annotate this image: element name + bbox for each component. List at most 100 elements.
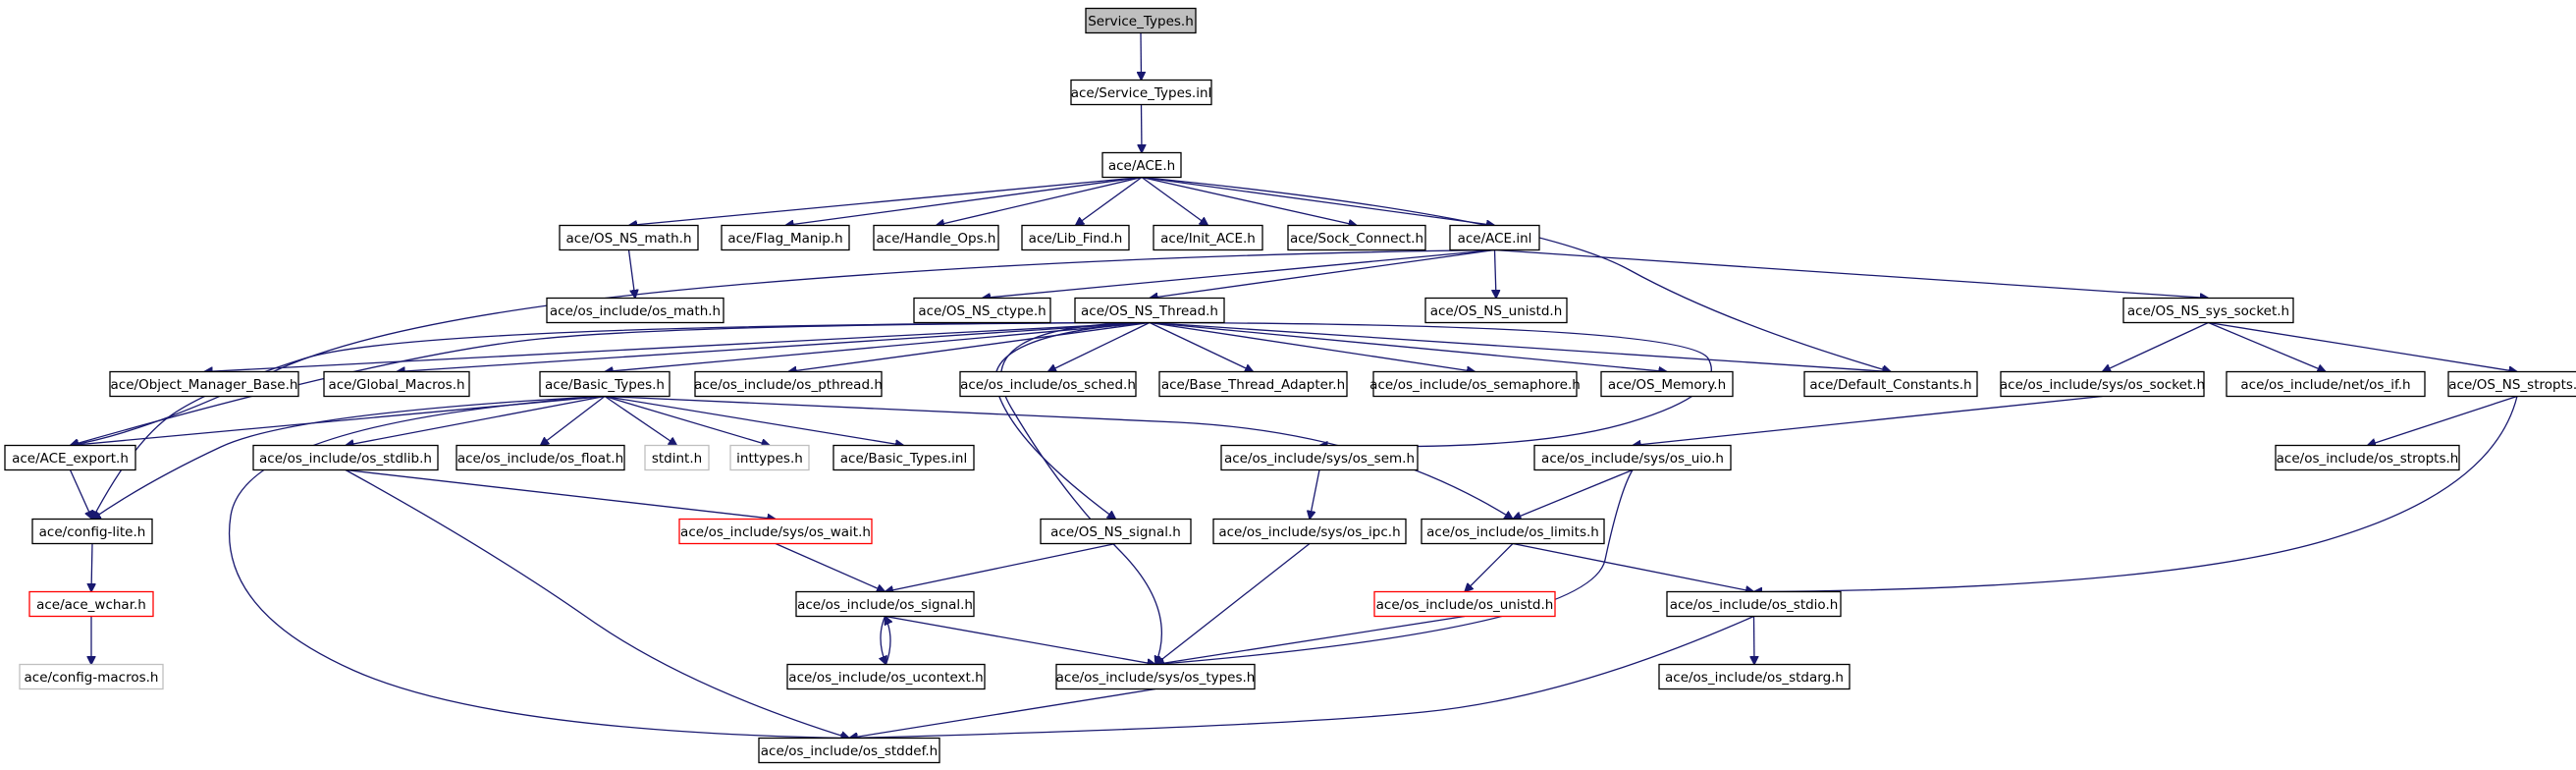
node-label: ace/os_include/sys/os_sem.h: [1224, 451, 1415, 467]
node-box: [1055, 663, 1256, 690]
node-ace_export[interactable]: ace/ACE_export.h: [4, 444, 136, 471]
node-os_float[interactable]: ace/os_include/os_float.h: [456, 444, 625, 471]
edge-os_ns_stropts-to-os_stdio: [1754, 396, 2518, 592]
node-label: ace/Init_ACE.h: [1160, 231, 1256, 247]
edge-os_ns_thread-to-sys_os_types: [1000, 321, 1162, 665]
edge-ace_h-to-ace_inl: [1141, 176, 1495, 226]
node-os_ns_unistd[interactable]: ace/OS_NS_unistd.h: [1424, 297, 1568, 324]
node-label: ace/ACE.h: [1108, 158, 1175, 174]
node-box: [31, 518, 153, 545]
edge-ace_inl-to-os_ns_thread: [1150, 248, 1495, 299]
edge-ace_inl-to-os_ns_sys_socket: [1494, 248, 2209, 299]
node-box: [1021, 224, 1130, 251]
edge-os_ns_thread-to-config_lite: [92, 321, 1151, 520]
node-sys_os_sem[interactable]: ace/os_include/sys/os_sem.h: [1220, 444, 1419, 471]
node-label: ace/config-lite.h: [39, 524, 146, 540]
edge-os_limits-to-os_stdio: [1512, 542, 1754, 592]
node-box: [1449, 224, 1540, 251]
node-service_types_inl[interactable]: ace/Service_Types.inl: [1070, 79, 1212, 106]
node-os_pthread[interactable]: ace/os_include/os_pthread.h: [694, 370, 883, 398]
node-ace_inl[interactable]: ace/ACE.inl: [1449, 224, 1540, 251]
node-box: [959, 370, 1137, 398]
node-label: ace/Default_Constants.h: [1809, 377, 1971, 393]
edge-ace_h-to-init_ace: [1141, 176, 1208, 226]
node-global_macros[interactable]: ace/Global_Macros.h: [323, 370, 470, 398]
node-sys_os_uio[interactable]: ace/os_include/sys/os_uio.h: [1533, 444, 1732, 471]
edge-os_ns_math-to-os_math: [627, 249, 636, 299]
node-net_os_if[interactable]: ace/os_include/net/os_if.h: [2226, 370, 2426, 398]
node-box: [19, 663, 164, 690]
node-os_ucontext[interactable]: ace/os_include/os_ucontext.h: [786, 663, 986, 690]
edge-os_ns_signal-to-os_signal: [886, 542, 1116, 592]
edge-service_types_h-to-service_types_inl: [1141, 32, 1142, 81]
node-label: ace/OS_NS_ctype.h: [918, 303, 1046, 319]
node-box: [2122, 297, 2294, 324]
node-lib_find[interactable]: ace/Lib_Find.h: [1021, 224, 1130, 251]
edge-ace_h-to-sock_connect: [1141, 176, 1357, 226]
node-object_manager_base[interactable]: ace/Object_Manager_Base.h: [109, 370, 299, 398]
node-label: ace/os_include/os_signal.h: [797, 597, 973, 613]
node-box: [4, 444, 136, 471]
node-os_stdlib[interactable]: ace/os_include/os_stdlib.h: [252, 444, 439, 471]
node-os_limits[interactable]: ace/os_include/os_limits.h: [1421, 518, 1605, 545]
node-base_thread_adapter[interactable]: ace/Base_Thread_Adapter.h: [1158, 370, 1348, 398]
node-sys_os_ipc[interactable]: ace/os_include/sys/os_ipc.h: [1212, 518, 1407, 545]
node-os_sched[interactable]: ace/os_include/os_sched.h: [959, 370, 1137, 398]
node-sys_os_types[interactable]: ace/os_include/sys/os_types.h: [1055, 663, 1256, 690]
node-os_semaphore[interactable]: ace/os_include/os_semaphore.h: [1369, 370, 1581, 398]
node-box: [1212, 518, 1407, 545]
node-os_ns_signal[interactable]: ace/OS_NS_signal.h: [1040, 518, 1192, 545]
node-os_memory[interactable]: ace/OS_Memory.h: [1600, 370, 1734, 398]
node-config_lite[interactable]: ace/config-lite.h: [31, 518, 153, 545]
node-label: ace/OS_Memory.h: [1608, 377, 1726, 393]
node-init_ace[interactable]: ace/Init_ACE.h: [1153, 224, 1263, 251]
node-label: ace/ACE_export.h: [12, 451, 129, 467]
node-label: ace/os_include/os_math.h: [550, 303, 721, 319]
node-os_stddef[interactable]: ace/os_include/os_stddef.h: [758, 737, 940, 764]
node-os_stdarg[interactable]: ace/os_include/os_stdarg.h: [1658, 663, 1851, 690]
edge-os_ns_thread-to-global_macros: [397, 321, 1151, 372]
node-basic_types_inl[interactable]: ace/Basic_Types.inl: [832, 444, 975, 471]
node-box: [644, 444, 710, 471]
node-box: [546, 297, 724, 324]
node-box: [1421, 518, 1605, 545]
node-label: ace/os_include/os_float.h: [457, 451, 623, 467]
node-basic_types[interactable]: ace/Basic_Types.h: [539, 370, 671, 398]
node-inttypes_h: inttypes.h: [729, 444, 810, 471]
node-os_ns_stropts[interactable]: ace/OS_NS_stropts.h: [2447, 370, 2576, 398]
node-os_signal[interactable]: ace/os_include/os_signal.h: [795, 590, 975, 618]
node-default_constants[interactable]: ace/Default_Constants.h: [1803, 370, 1978, 398]
node-os_math[interactable]: ace/os_include/os_math.h: [546, 297, 724, 324]
edge-ace_h-to-handle_ops: [937, 176, 1143, 226]
node-box: [1287, 224, 1426, 251]
node-box: [1153, 224, 1263, 251]
node-ace_h[interactable]: ace/ACE.h: [1101, 151, 1182, 179]
node-box: [795, 590, 975, 618]
node-label: ace/os_include/sys/os_wait.h: [680, 524, 871, 540]
edge-basic_types-to-inttypes_h: [604, 395, 770, 446]
node-os_ns_math[interactable]: ace/OS_NS_math.h: [559, 224, 699, 251]
edge-basic_types-to-config_lite: [92, 395, 606, 520]
node-label: ace/os_include/os_semaphore.h: [1369, 377, 1581, 393]
node-os_ns_thread[interactable]: ace/OS_NS_Thread.h: [1074, 297, 1225, 324]
node-sys_os_socket[interactable]: ace/os_include/sys/os_socket.h: [2000, 370, 2205, 398]
node-flag_manip[interactable]: ace/Flag_Manip.h: [721, 224, 850, 251]
node-os_stropts[interactable]: ace/os_include/os_stropts.h: [2275, 444, 2460, 471]
node-sock_connect[interactable]: ace/Sock_Connect.h: [1287, 224, 1426, 251]
node-os_ns_ctype[interactable]: ace/OS_NS_ctype.h: [913, 297, 1051, 324]
node-box: [2226, 370, 2426, 398]
node-os_stdio[interactable]: ace/os_include/os_stdio.h: [1666, 590, 1842, 618]
node-box: [1373, 590, 1556, 618]
edge-basic_types-to-stdint_h: [604, 395, 677, 446]
edge-os_ucontext-to-os_signal: [886, 617, 891, 665]
node-label: ace/Handle_Ops.h: [877, 231, 996, 247]
node-handle_ops[interactable]: ace/Handle_Ops.h: [873, 224, 999, 251]
node-label: ace/Sock_Connect.h: [1290, 231, 1423, 247]
node-label: Service_Types.h: [1088, 14, 1194, 29]
node-os_ns_sys_socket[interactable]: ace/OS_NS_sys_socket.h: [2122, 297, 2294, 324]
node-box: [721, 224, 850, 251]
node-label: ace/os_include/os_stropts.h: [2277, 451, 2459, 467]
edge-os_ns_sys_socket-to-os_ns_stropts: [2208, 321, 2518, 372]
node-box: [1666, 590, 1842, 618]
node-label: ace/os_include/os_ucontext.h: [788, 670, 983, 686]
